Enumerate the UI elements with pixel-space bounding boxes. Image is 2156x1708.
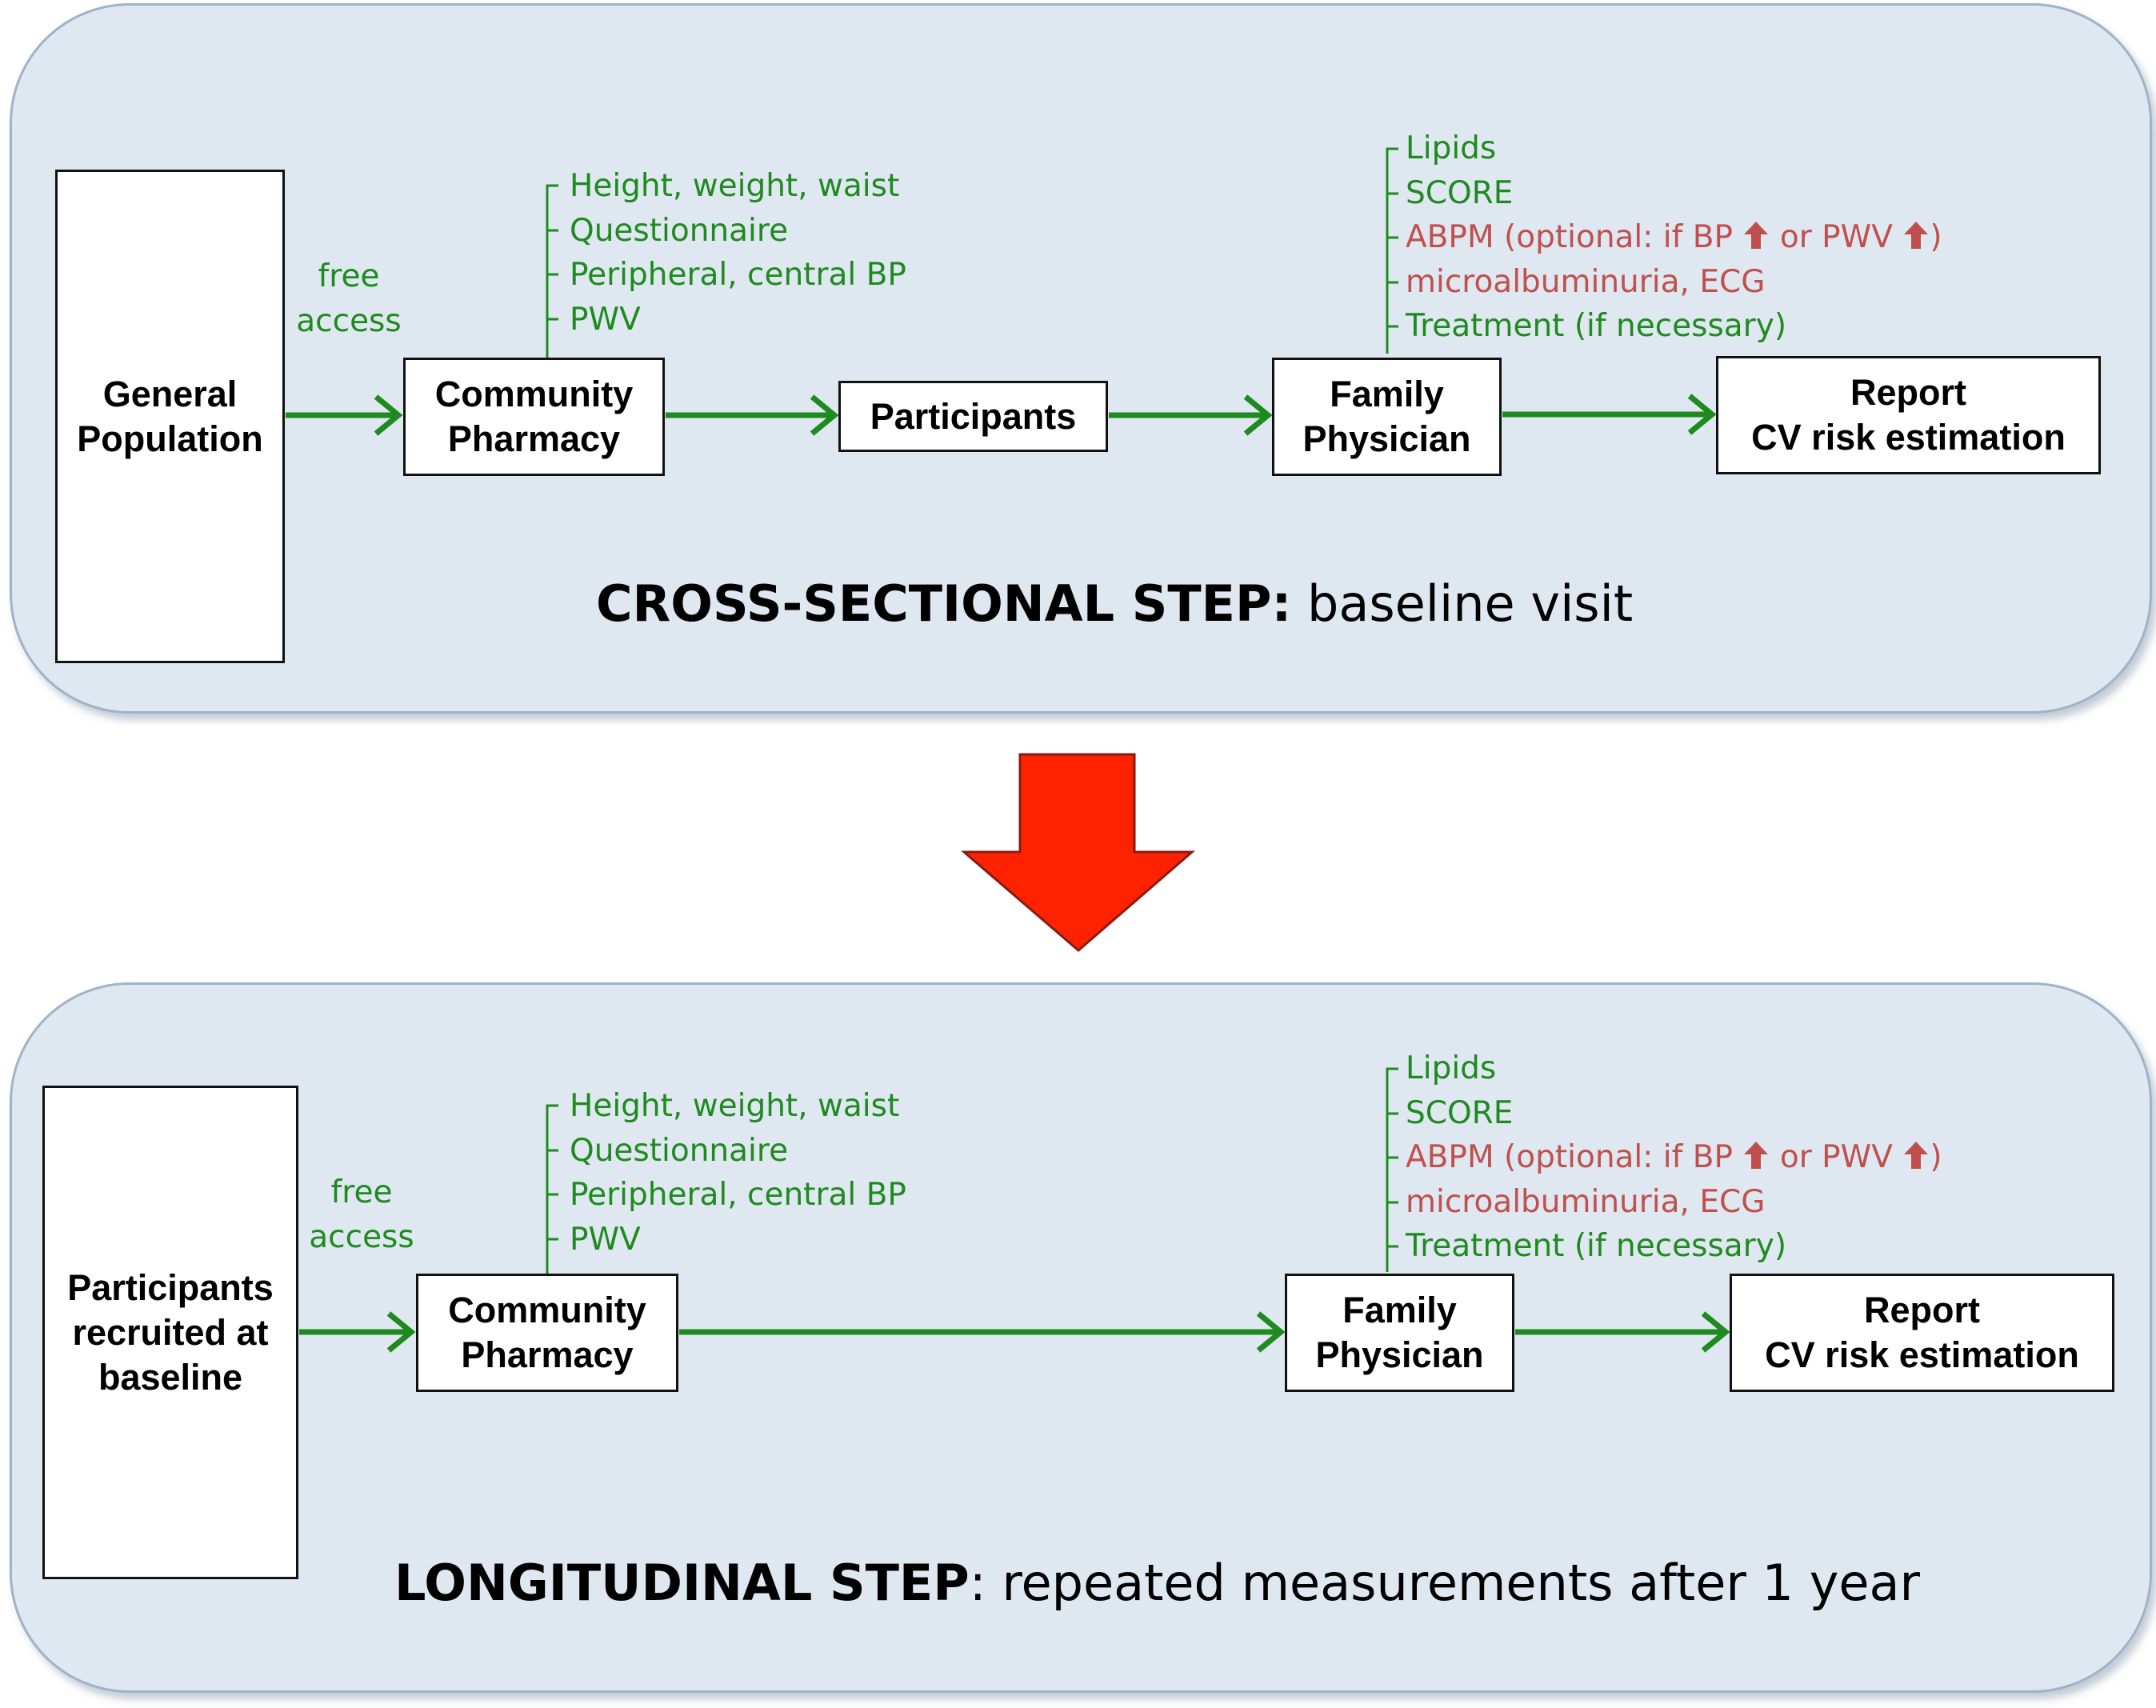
flow-arrow-pop-to-pharmacy xyxy=(286,394,403,436)
general-population-box: General Population xyxy=(55,170,285,663)
list-item: ABPM (optional: if BP or PWV ) xyxy=(1406,1139,1942,1175)
longitudinal-step-title: LONGITUDINAL STEP: repeated measurements… xyxy=(394,1554,1921,1612)
physician-bracket xyxy=(1386,1067,1398,1272)
up-arrow-icon xyxy=(1904,1142,1929,1169)
down-arrow-icon xyxy=(960,753,1196,952)
physician-bracket xyxy=(1386,147,1398,354)
pharmacy-measurements-list: Height, weight, waist Questionnaire Peri… xyxy=(570,1084,906,1262)
up-arrow-icon xyxy=(1744,1142,1769,1169)
list-item: microalbuminuria, ECG xyxy=(1406,263,1766,300)
list-item: microalbuminuria, ECG xyxy=(1406,1183,1766,1220)
physician-measurements-list: Lipids SCORE ABPM (optional: if BP or PW… xyxy=(1406,1046,1942,1269)
list-item: Lipids xyxy=(1406,130,1497,166)
family-physician-box: Family Physician xyxy=(1272,358,1502,476)
list-item: PWV xyxy=(570,1221,641,1258)
flow-arrow-recruited-to-pharmacy xyxy=(299,1311,416,1353)
list-item: Lipids xyxy=(1406,1050,1497,1086)
flow-arrow-physician-to-report xyxy=(1515,1311,1730,1353)
family-physician-box: Family Physician xyxy=(1285,1274,1514,1392)
flow-arrow-participants-to-physician xyxy=(1109,394,1273,436)
flow-arrow-pharmacy-to-participants xyxy=(666,394,839,436)
list-item: Treatment (if necessary) xyxy=(1406,308,1787,344)
pharmacy-bracket xyxy=(546,184,558,358)
list-item: Height, weight, waist xyxy=(570,1088,900,1124)
report-box: Report CV risk estimation xyxy=(1716,356,2101,474)
physician-measurements-list: Lipids SCORE ABPM (optional: if BP or PW… xyxy=(1406,126,1942,349)
flow-arrow-pharmacy-to-physician xyxy=(679,1311,1286,1353)
list-item: PWV xyxy=(570,301,641,338)
up-arrow-icon xyxy=(1744,222,1769,249)
up-arrow-icon xyxy=(1904,222,1929,249)
community-pharmacy-box: Community Pharmacy xyxy=(403,358,665,476)
list-item: SCORE xyxy=(1406,174,1514,211)
list-item: Questionnaire xyxy=(570,1132,789,1169)
report-box: Report CV risk estimation xyxy=(1730,1274,2114,1392)
cross-sectional-step-title: CROSS-SECTIONAL STEP: baseline visit xyxy=(596,574,1634,633)
list-item: Questionnaire xyxy=(570,212,789,249)
free-access-label: free access xyxy=(296,258,402,339)
list-item: Height, weight, waist xyxy=(570,168,900,204)
list-item: SCORE xyxy=(1406,1094,1514,1131)
participants-box: Participants xyxy=(838,381,1108,452)
list-item: Treatment (if necessary) xyxy=(1406,1228,1787,1264)
pharmacy-bracket xyxy=(546,1104,558,1274)
participants-recruited-box: Participants recruited at baseline xyxy=(42,1086,298,1579)
free-access-label: free access xyxy=(309,1174,414,1255)
community-pharmacy-box: Community Pharmacy xyxy=(416,1274,678,1392)
list-item: Peripheral, central BP xyxy=(570,257,906,293)
list-item: ABPM (optional: if BP or PWV ) xyxy=(1406,219,1942,255)
list-item: Peripheral, central BP xyxy=(570,1177,906,1213)
pharmacy-measurements-list: Height, weight, waist Questionnaire Peri… xyxy=(570,164,906,342)
flow-arrow-physician-to-report xyxy=(1502,394,1717,435)
